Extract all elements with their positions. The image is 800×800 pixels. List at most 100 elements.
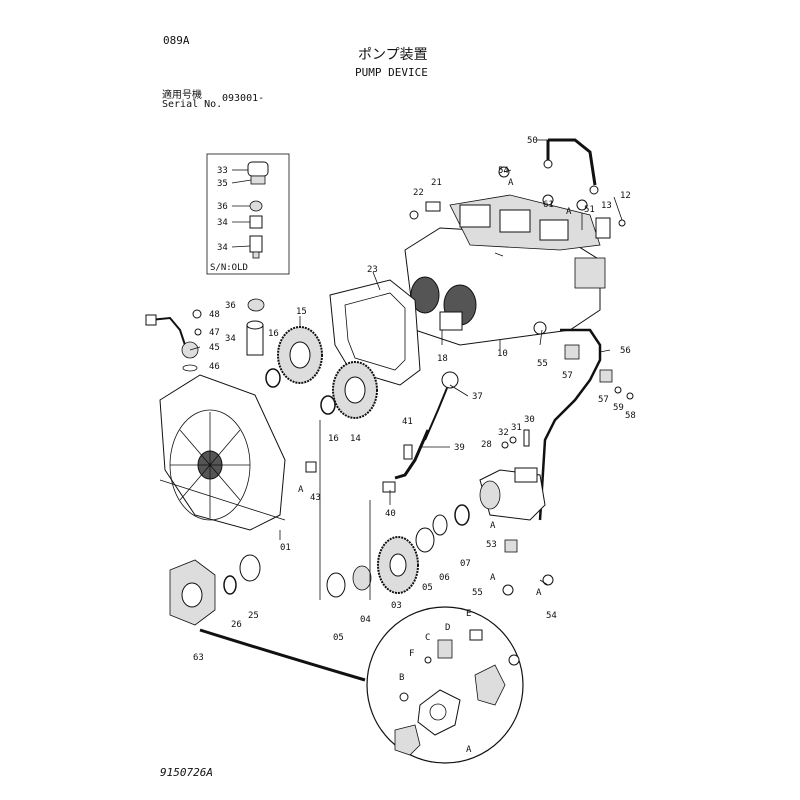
callout-05-b: 05 xyxy=(333,633,344,643)
callout-06: 06 xyxy=(439,573,450,583)
part-63-coupling[interactable] xyxy=(169,559,216,626)
callout-41: 41 xyxy=(402,417,413,427)
part-36-old[interactable] xyxy=(249,200,263,212)
inset-label-33: 33 xyxy=(217,166,228,176)
callout-labels: 50 54 A 61 51 13 12 22 21 A 23 18 10 55 … xyxy=(193,136,636,755)
callout-28: 28 xyxy=(481,440,492,450)
callout-50: 50 xyxy=(527,136,538,146)
part-47-washer[interactable] xyxy=(194,328,202,336)
part-55-fitting-top[interactable] xyxy=(533,321,547,335)
part-36-collar[interactable] xyxy=(247,298,265,312)
part-25-bearing[interactable] xyxy=(239,554,261,582)
part-31-bolt[interactable] xyxy=(509,436,517,444)
callout-58: 58 xyxy=(625,411,636,421)
detail-part-c-pin[interactable] xyxy=(424,656,432,664)
callout-18: 18 xyxy=(437,354,448,364)
part-37-dipstick[interactable] xyxy=(424,387,448,441)
callout-a-6: A xyxy=(536,588,542,598)
detail-part-e-bolt[interactable] xyxy=(469,629,483,641)
part-03-drive-gear[interactable] xyxy=(377,536,419,594)
part-53-elbow[interactable] xyxy=(504,539,518,553)
part-01-flywheel-housing[interactable] xyxy=(159,374,286,531)
part-59-bolt[interactable] xyxy=(614,386,622,394)
callout-51: 51 xyxy=(584,205,595,215)
part-05-bearing-b[interactable] xyxy=(326,572,346,598)
part-06-seal[interactable] xyxy=(432,514,448,536)
callout-36: 36 xyxy=(225,301,236,311)
callout-a-2: A xyxy=(566,207,572,217)
detail-part-b-bolt[interactable] xyxy=(399,692,409,702)
part-40-bracket[interactable] xyxy=(382,481,396,493)
part-57-clamp-b[interactable] xyxy=(599,369,613,383)
callout-c: C xyxy=(425,633,430,643)
part-21-bolt[interactable] xyxy=(425,201,441,212)
part-15-gear[interactable] xyxy=(277,326,323,384)
title-japanese: ポンプ装置 xyxy=(358,47,428,63)
callout-54-top: 54 xyxy=(498,166,509,176)
part-39-tube[interactable] xyxy=(394,429,430,480)
part-41-bolt[interactable] xyxy=(403,444,413,460)
part-04-bushing[interactable] xyxy=(352,565,372,591)
part-14-gear[interactable] xyxy=(332,361,378,419)
part-12-bolt[interactable] xyxy=(618,219,626,227)
callout-39: 39 xyxy=(454,443,465,453)
callout-34: 34 xyxy=(225,334,236,344)
detail-part-a-hub-left[interactable] xyxy=(394,724,421,756)
callout-d: D xyxy=(445,623,450,633)
inset-note: S/N:OLD xyxy=(210,263,248,273)
inset-label-34a: 34 xyxy=(217,218,228,228)
part-37-dipstick-ring[interactable] xyxy=(441,371,459,389)
detail-circle-coupling xyxy=(366,606,524,764)
inset-label-34b: 34 xyxy=(217,243,228,253)
drawing-number: 9150726A xyxy=(160,766,213,779)
part-61-fitting[interactable] xyxy=(542,194,554,206)
part-48-bolt[interactable] xyxy=(192,309,202,319)
part-56-pipe[interactable] xyxy=(538,328,602,521)
callout-22: 22 xyxy=(413,188,424,198)
part-43-plug[interactable] xyxy=(305,461,317,473)
callout-46: 46 xyxy=(209,362,220,372)
callout-07: 07 xyxy=(460,559,471,569)
part-33-cap[interactable] xyxy=(247,161,269,185)
callout-23: 23 xyxy=(367,265,378,275)
part-46-oring[interactable] xyxy=(182,364,198,372)
callout-03: 03 xyxy=(391,601,402,611)
part-13-bracket[interactable] xyxy=(595,217,611,239)
part-34-old-a[interactable] xyxy=(249,215,263,229)
detail-part-f-spider[interactable] xyxy=(417,689,461,736)
part-10-hydraulic-pump[interactable] xyxy=(404,194,606,346)
part-51-fitting[interactable] xyxy=(576,199,588,211)
part-07-oring[interactable] xyxy=(454,504,470,526)
part-57-clamp-a[interactable] xyxy=(564,344,580,360)
part-22-washer[interactable] xyxy=(409,210,419,220)
detail-part-a-hub-right[interactable] xyxy=(474,664,506,706)
part-28-gear-pump[interactable] xyxy=(479,467,546,521)
part-30-stud[interactable] xyxy=(523,429,530,447)
part-16-snap-ring-a[interactable] xyxy=(265,368,281,388)
part-55-fitting-bottom[interactable] xyxy=(502,584,514,596)
part-32-bolt[interactable] xyxy=(501,441,509,449)
callout-16-a: 16 xyxy=(268,329,279,339)
part-23-gasket[interactable] xyxy=(329,279,421,386)
callout-56: 56 xyxy=(620,346,631,356)
part-54-plug-bottom[interactable] xyxy=(542,574,554,586)
serial-label-english: Serial No. xyxy=(162,99,223,110)
callout-10: 10 xyxy=(497,349,508,359)
serial-label-japanese: 適用号機 xyxy=(162,90,202,101)
callout-12: 12 xyxy=(620,191,631,201)
callout-a-5: A xyxy=(490,573,496,583)
part-26-snap-ring[interactable] xyxy=(223,575,237,595)
part-58-washer[interactable] xyxy=(626,392,634,400)
callout-a-1: A xyxy=(508,178,514,188)
part-16-snap-ring-b[interactable] xyxy=(320,395,336,415)
callout-16-b: 16 xyxy=(328,434,339,444)
part-34-old-b[interactable] xyxy=(249,235,263,259)
sensor-assembly[interactable] xyxy=(145,314,199,359)
serial-value: 093001- xyxy=(222,93,265,104)
callout-40: 40 xyxy=(385,509,396,519)
detail-part-d-block[interactable] xyxy=(437,639,453,659)
part-50-pipe[interactable] xyxy=(546,138,597,186)
part-05-bearing-a[interactable] xyxy=(415,527,435,553)
callout-63: 63 xyxy=(193,653,204,663)
